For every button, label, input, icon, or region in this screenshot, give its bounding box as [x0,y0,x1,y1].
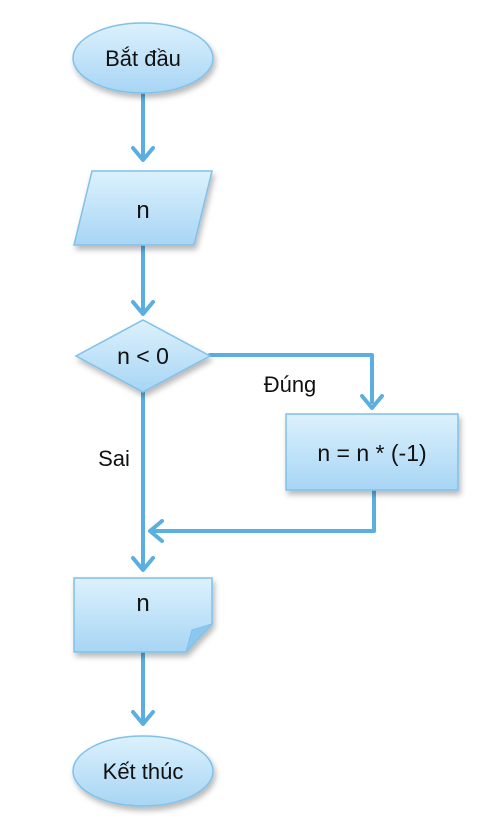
arrowhead-decision-to-output [131,556,155,572]
input-node: n [73,170,213,246]
folded-corner [185,622,214,653]
arrowhead-process-to-merge [148,519,164,543]
input-label: n [136,197,149,224]
arrowhead-start-to-input [131,146,155,162]
start-node: Bắt đầu [72,22,214,94]
start-label: Bắt đầu [105,46,181,71]
false-branch-label: Sai [98,446,130,471]
process-node: n = n * (-1) [285,413,459,491]
arrowhead-decision-to-process [360,394,384,410]
end-label: Kết thúc [103,759,184,784]
arrow-decision-to-process [208,353,374,404]
output-node: n [73,577,214,653]
arrowhead-output-to-end [131,710,155,726]
arrow-process-to-merge [150,490,376,533]
process-label: n = n * (-1) [317,440,426,466]
decision-label: n < 0 [117,343,169,369]
true-branch-label: Đúng [264,372,317,397]
arrowhead-input-to-decision [131,300,155,316]
output-label: n [136,590,149,617]
connectors [131,92,384,726]
end-node: Kết thúc [72,735,214,807]
decision-node: n < 0 [74,319,212,393]
